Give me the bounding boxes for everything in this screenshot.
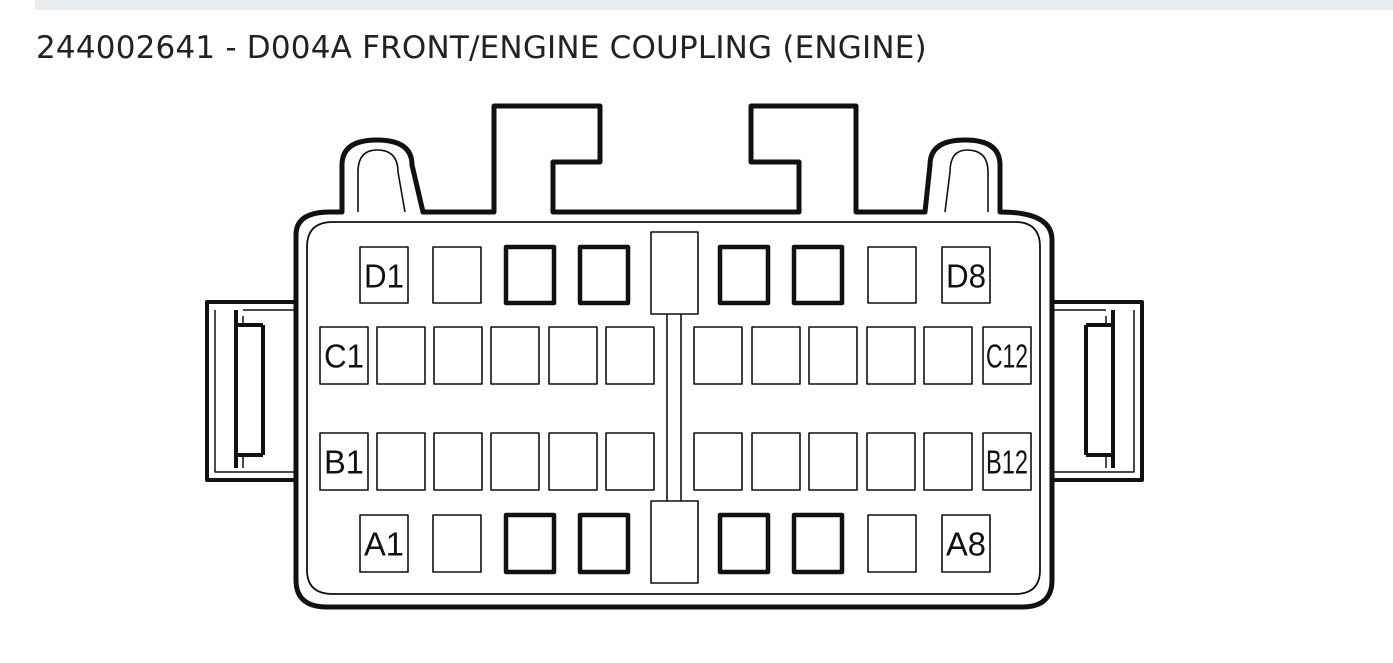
pin-box-d8 — [941, 246, 991, 304]
housing-inner-outline — [306, 221, 1041, 595]
pin-box-b1 — [319, 432, 369, 491]
cavity-large — [717, 244, 771, 306]
cavity-large — [791, 244, 845, 306]
right-ear-inner — [944, 149, 989, 213]
pin-label-d1: D1 — [364, 258, 404, 295]
cavity-large — [503, 512, 557, 575]
cavity — [432, 514, 482, 573]
pin-label-b1: B1 — [324, 444, 364, 481]
row-d-cavities — [432, 244, 917, 306]
cavity-large — [577, 244, 631, 306]
housing-outline — [293, 103, 1055, 610]
cavity-large — [577, 512, 631, 575]
pin-box-d1 — [359, 246, 409, 304]
left-latch — [205, 300, 296, 482]
cavity — [432, 246, 482, 304]
pin-box-a1 — [359, 514, 409, 573]
pin-label-a8: A8 — [946, 526, 986, 563]
center-divider — [650, 231, 699, 584]
row-c-cavities — [376, 326, 973, 385]
top-divider-bar — [35, 0, 1393, 10]
left-latch-inner — [214, 309, 296, 473]
pin-label-d8: D8 — [946, 258, 986, 295]
cavity-large — [717, 512, 771, 575]
pin-box-a8 — [941, 514, 991, 573]
right-latch — [1052, 300, 1144, 482]
cavity — [867, 514, 917, 573]
cavity — [867, 246, 917, 304]
page-title: 244002641 - D004A FRONT/ENGINE COUPLING … — [36, 30, 927, 66]
cavity-large — [503, 244, 557, 306]
connector-diagram: D1 D8 C1 C12 B1 B12 A1 A8 — [205, 103, 1144, 610]
cavity-large — [791, 512, 845, 575]
label-cavities — [319, 246, 1032, 573]
pin-label-c12: C12 — [986, 338, 1028, 375]
right-latch-inner — [1052, 309, 1135, 473]
pin-label-a1: A1 — [364, 526, 404, 563]
row-b-cavities — [376, 432, 973, 491]
pin-box-b12 — [982, 432, 1032, 491]
row-a-cavities — [432, 512, 917, 575]
pin-label-b12: B12 — [986, 444, 1028, 481]
pin-label-c1: C1 — [324, 338, 364, 375]
pin-box-c1 — [319, 326, 369, 385]
left-ear-inner — [357, 149, 406, 213]
pin-box-c12 — [982, 326, 1032, 385]
